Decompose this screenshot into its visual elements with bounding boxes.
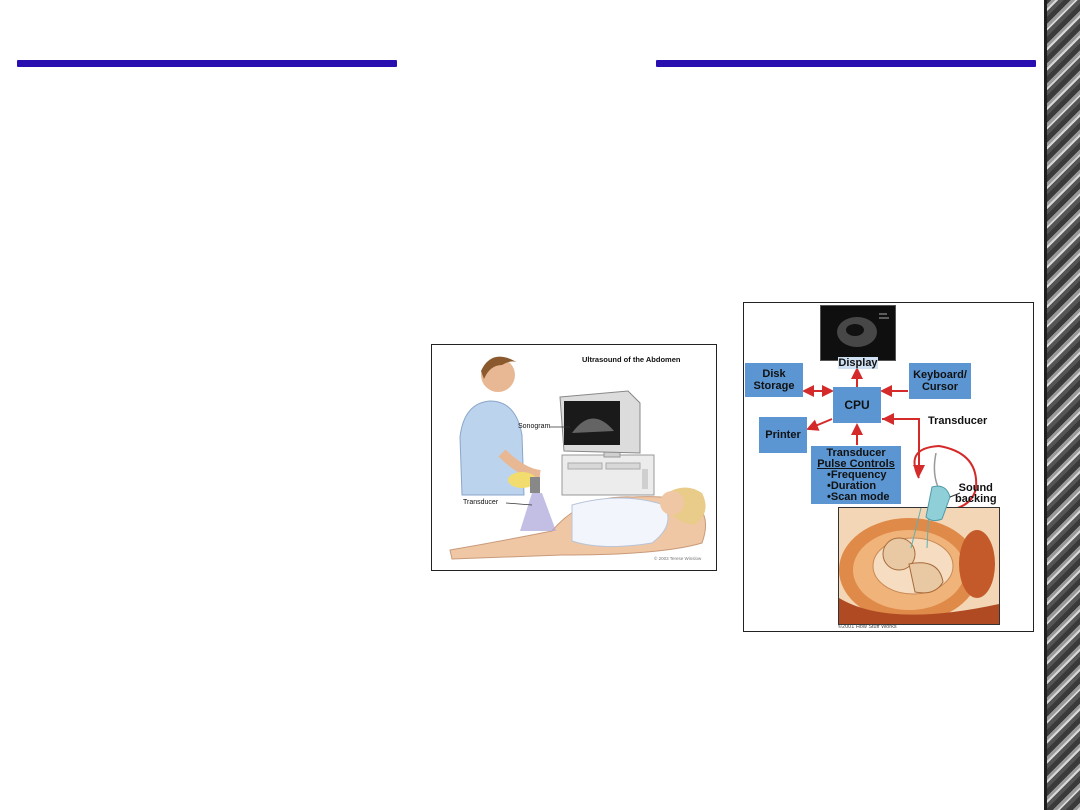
title-rule-right <box>656 60 1036 67</box>
abdomen-title: Ultrasound of the Abdomen <box>582 355 681 364</box>
keyboard-line2: Cursor <box>921 381 959 393</box>
sonogram-thumbnail <box>837 313 889 347</box>
sound-backing-line2: backing <box>955 493 997 505</box>
transducer-probe-icon <box>925 453 961 522</box>
diagram-arrows <box>802 367 978 512</box>
pulse-controls-line1: Transducer <box>826 446 886 459</box>
pulse-item-scan-mode: •Scan mode <box>827 490 890 503</box>
pulse-item-frequency: •Frequency <box>827 468 887 481</box>
fetus-illustration <box>839 508 999 624</box>
keyboard-line1: Keyboard/ <box>913 369 967 381</box>
pulse-controls-box: Transducer Pulse Controls •Frequency •Du… <box>811 446 901 504</box>
diagram-copyright: ©2001 How Stuff Works <box>838 624 897 630</box>
sonogram-label: Sonogram <box>518 423 551 430</box>
disk-storage-box: Disk Storage <box>745 363 803 397</box>
keyboard-cursor-box: Keyboard/ Cursor <box>909 363 971 399</box>
printer-box: Printer <box>759 417 807 453</box>
abdomen-ultrasound-image: Ultrasound of the Abdomen Sonogram Trans… <box>431 344 717 571</box>
pulse-item-duration: •Duration <box>827 479 877 492</box>
cpu-box: CPU <box>833 387 881 423</box>
decorative-side-strip <box>1044 0 1080 810</box>
disk-storage-line1: Disk <box>762 368 786 380</box>
abdomen-illustration <box>449 356 707 560</box>
sound-backing-label: Sound backing <box>955 483 997 505</box>
sound-backing-line1: Sound <box>958 482 993 494</box>
ultrasound-block-diagram: Display Disk Storage Keyboard/ Cursor CP… <box>743 302 1034 632</box>
pulse-controls-line2: Pulse Controls <box>817 457 895 470</box>
abdomen-copyright: © 2003 Terese Winslow <box>654 556 702 561</box>
transducer-label: Transducer <box>463 499 499 506</box>
disk-storage-line2: Storage <box>753 380 795 392</box>
transducer-label: Transducer <box>928 415 988 427</box>
title-rule-left <box>17 60 397 67</box>
display-box: Display <box>838 357 878 369</box>
display-screen-image <box>820 305 896 361</box>
fetus-cross-section-image <box>838 507 1000 625</box>
